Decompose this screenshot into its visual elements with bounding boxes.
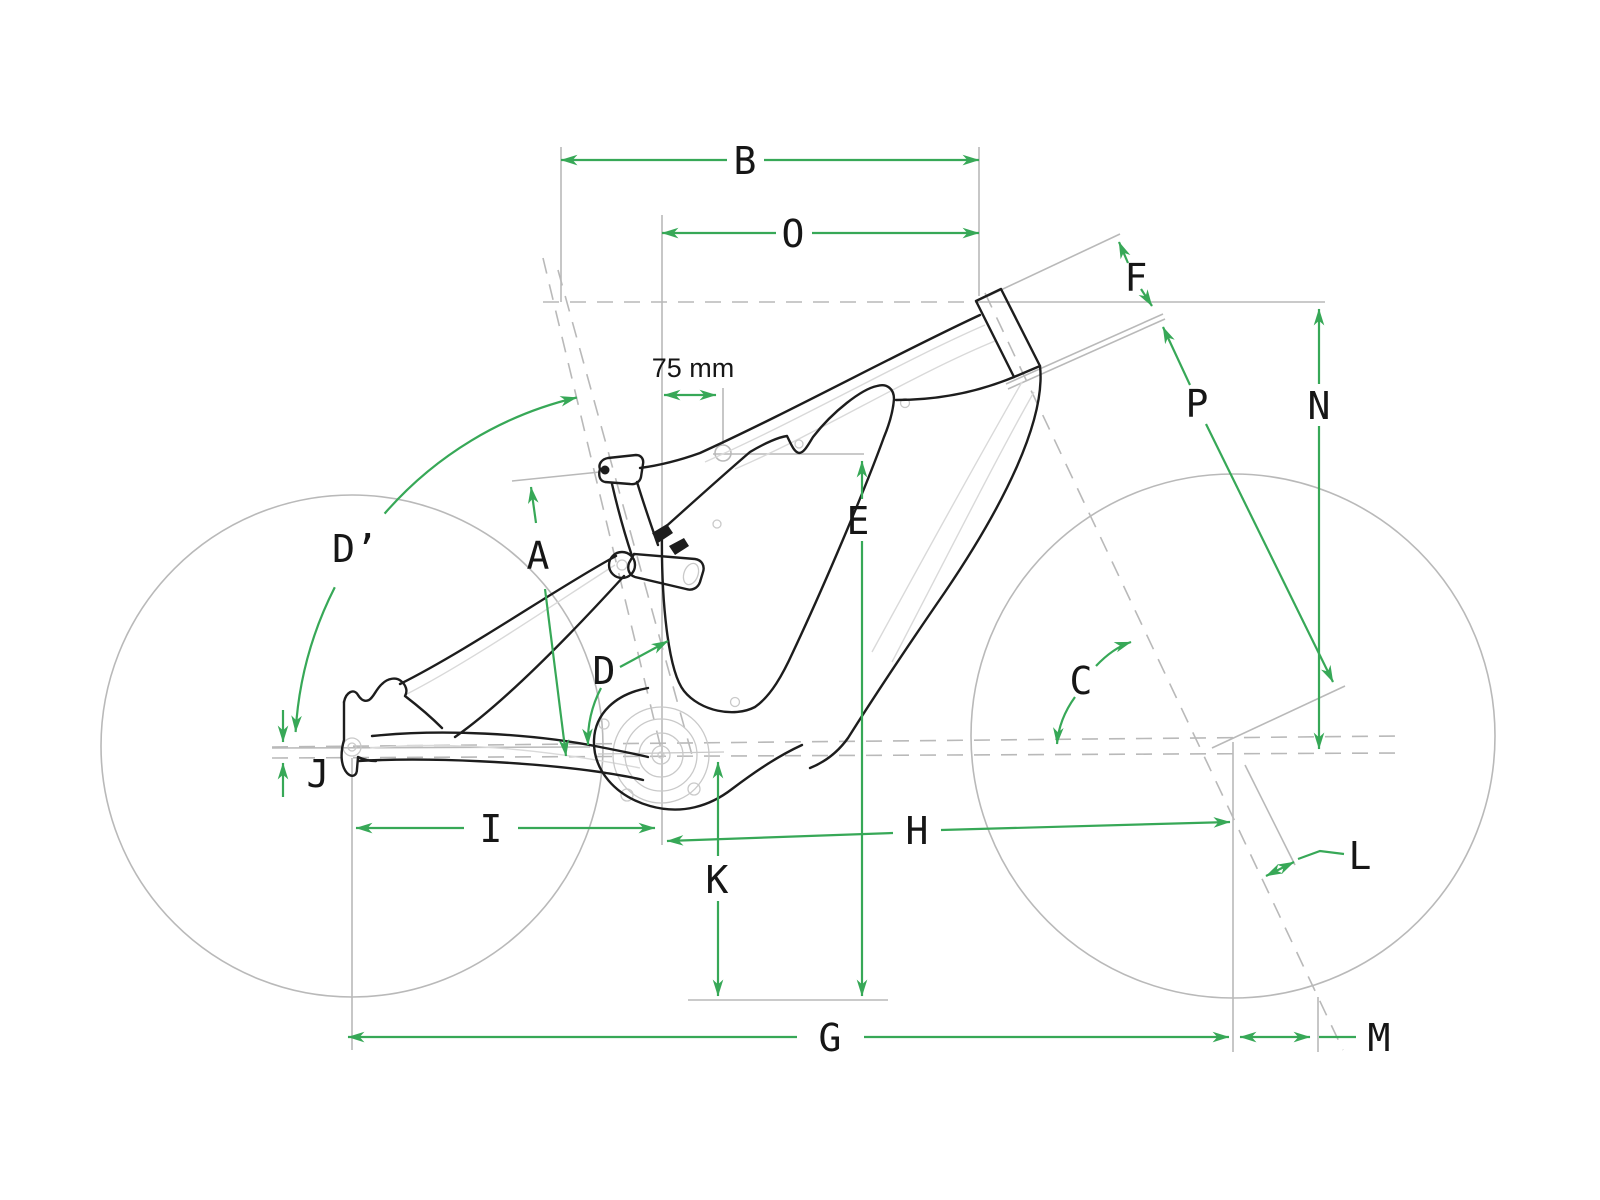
ref-circle-offset-75 [714,444,732,462]
seatpost-head [598,453,645,486]
seatstay-upper-edge [398,554,618,686]
dim-F: F [1117,241,1153,307]
downtube-to-window-join [894,375,1016,402]
bb-spindle [651,745,671,765]
dim-H-label: H [906,809,929,853]
motor-bolt-right [687,782,701,796]
construction-lines [100,147,1496,1052]
seat-tube-left-edge [610,482,634,558]
dropout-body [340,700,378,777]
dim-K-label: K [706,858,729,902]
head-top-perpendicular [987,233,1121,297]
dim-A-label: A [527,534,550,578]
top-tube-inner-line-2 [734,340,996,470]
dim-M: M [1239,1016,1391,1060]
dim-O-label: O [782,212,805,256]
dim-K: K [706,761,729,997]
dim-N: N [1308,308,1331,750]
dim-C-label: C [1070,659,1093,703]
motor-bolt-left [620,788,634,802]
dim-P-label: P [1186,382,1209,426]
window-bolt-notch [794,439,804,449]
offset-75mm-label: 75 mm [652,353,735,383]
dim-D-prime: D’ [291,396,578,733]
front-triangle-window [660,384,896,714]
motor-ring [624,718,698,792]
seat-axis-effective-dashed [542,257,663,754]
frame-ghost-details [342,324,1035,804]
frame-outline [340,287,1042,811]
window-bolt-upper [899,397,911,409]
top-tube-upper-edge [638,313,982,470]
dim-A: A [527,486,570,757]
fork-offset-parallel [1244,764,1296,866]
cable-guide-b [669,538,689,555]
downtube-battery-line-2 [891,391,1035,663]
rear-axle-dot [347,742,357,752]
dim-P: P [1162,326,1334,683]
motor-ring-mid [638,732,684,778]
dim-D-prime-label: D’ [332,527,378,571]
dim-N-label: N [1308,384,1331,428]
dim-B: B [560,139,980,183]
dim-E-label: E [847,499,870,543]
dimensions: B O 75 mm A D’ D E [277,139,1391,1060]
dim-F-label: F [1125,256,1148,300]
axle-line-solid [271,746,591,749]
dim-O: O [661,212,980,256]
motor-skid-outline [592,686,804,811]
dim-D-label: D [593,649,616,693]
downtube-battery-line [871,381,1023,653]
rocker-pivot-inner [616,559,628,571]
window-bolt-lower [729,696,741,708]
dim-J: J [277,710,330,797]
bb-center-dot [657,751,665,759]
dim-L: L [1265,834,1372,878]
top-tube-inner-line [704,324,986,463]
window-bolt-mid [712,519,722,529]
crown-line-b [1007,318,1166,390]
cable-guide-a [652,524,673,543]
bb-crosshair [597,751,725,755]
dropout-brake-mount [342,677,444,730]
dim-L-label: L [1349,834,1372,878]
motor-ring-outer [612,706,710,804]
seat-tube-right-edge [635,480,660,547]
saddle-height-line [511,471,601,482]
chainstay-inner-line [369,744,641,769]
dim-D: D [582,640,669,746]
dim-G: G [347,1016,1230,1060]
bb-height-line-dashed [271,752,1401,759]
seatstay-lower-edge [453,574,626,739]
motor-bolt-upper [598,718,610,730]
dim-M-label: M [1368,1016,1391,1060]
rocker-plate-slot [682,562,700,586]
dim-J-label: J [307,752,330,796]
seat-clamp-bolt [600,465,610,475]
dim-G-label: G [819,1016,842,1060]
dim-B-label: B [734,139,757,183]
dim-offset-75mm: 75 mm [652,353,735,401]
rocker-plate [627,552,705,591]
crown-line-a [1005,313,1164,385]
downtube-lower-edge [808,364,1042,770]
dim-I: I [355,807,656,851]
seat-axis-actual-dashed [557,269,693,756]
steering-axis-dashed [984,292,1344,1051]
axle-perpendicular [1211,685,1346,749]
dim-H: H [666,809,1231,853]
dim-I-label: I [480,807,503,851]
seatstay-inner-line [404,564,616,696]
dim-C: C [1053,640,1132,745]
dim-E: E [847,460,870,997]
chainstay-lower-edge [356,758,645,782]
